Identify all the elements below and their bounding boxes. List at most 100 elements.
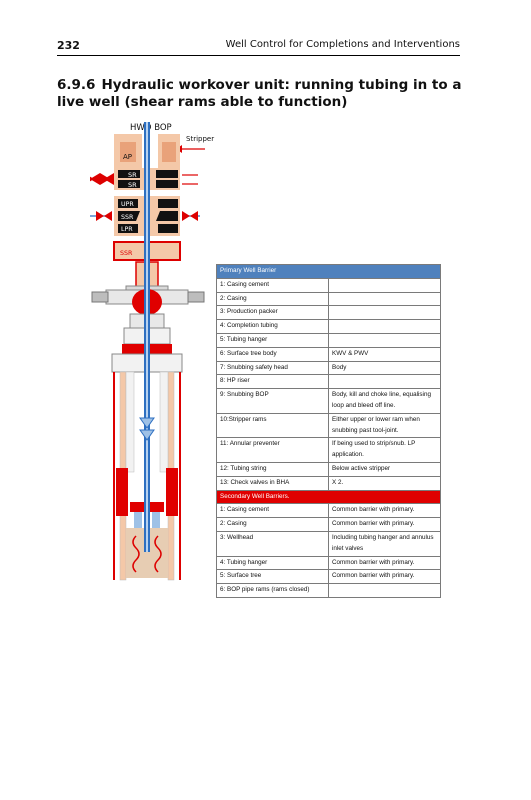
lpr-ram-left <box>118 224 138 233</box>
barrier-comment: X 2. <box>328 475 441 491</box>
ssr-ram-left <box>118 211 140 221</box>
barrier-comment: Below active stripper <box>328 461 441 477</box>
barrier-element: 5: Tubing hanger <box>216 332 329 348</box>
barrier-comment <box>328 277 441 293</box>
primary-barrier-header: Primary Well Barrier <box>216 264 441 279</box>
table-row: 4: Completion tubing <box>216 319 441 334</box>
production-wing-valve <box>187 291 205 303</box>
packer-element-left <box>134 512 142 530</box>
annular-element-left <box>120 142 136 162</box>
barrier-element: 3: Wellhead <box>216 530 329 557</box>
kill-wing-valve <box>91 291 109 303</box>
sr2-label: SR <box>128 181 137 189</box>
table-row: 6: BOP pipe rams (rams closed) <box>216 583 441 598</box>
barrier-comment: Common barrier with primary. <box>328 555 441 571</box>
barrier-element: 4: Tubing hanger <box>216 555 329 571</box>
barrier-comment <box>328 583 441 598</box>
table-row: 3: Production packer <box>216 305 441 321</box>
barrier-element: 6: BOP pipe rams (rams closed) <box>216 583 329 598</box>
tubing-bore <box>146 122 148 552</box>
barrier-comment <box>328 291 441 307</box>
barrier-comment <box>328 374 441 390</box>
page-header: 232 Well Control for Completions and Int… <box>57 39 460 56</box>
section-number: 6.9.6 <box>57 77 96 93</box>
section-title-text: Hydraulic workover unit: running tubing … <box>57 77 462 110</box>
upr-label: UPR <box>121 201 134 208</box>
barrier-comment: Either upper or lower ram when snubbing … <box>328 412 441 439</box>
barrier-element: 9: Snubbing BOP <box>216 388 329 414</box>
barrier-element: 4: Completion tubing <box>216 319 329 334</box>
running-head: Well Control for Completions and Interve… <box>225 39 460 50</box>
kill-choke-valves <box>90 211 200 221</box>
equalising-valves <box>84 173 114 185</box>
barrier-element: 2: Casing <box>216 291 329 307</box>
ap-label: AP <box>123 153 132 161</box>
barrier-element: 13: Check valves in BHA <box>216 475 329 491</box>
lpr-ram-right <box>158 224 178 233</box>
sr1-label: SR <box>128 171 137 179</box>
barrier-comment: Common barrier with primary. <box>328 517 441 532</box>
casing-cement-left <box>116 468 128 516</box>
table-row: 2: Casing <box>216 291 441 307</box>
barrier-comment: Including tubing hanger and annulus inle… <box>328 530 441 557</box>
barrier-comment: Common barrier with primary. <box>328 503 441 519</box>
ssr-label: SSR <box>121 214 134 221</box>
barrier-element: 2: Casing <box>216 517 329 532</box>
sr2-ram-right <box>156 180 178 188</box>
barrier-header-cell: Primary Well Barrier <box>216 264 441 279</box>
barrier-element: 7: Snubbing safety head <box>216 360 329 376</box>
check-valves <box>139 417 155 441</box>
upr-ram-left <box>118 199 138 208</box>
barrier-element: 1: Casing cement <box>216 503 329 519</box>
barrier-element: 3: Production packer <box>216 305 329 321</box>
barrier-element: 8: HP riser <box>216 374 329 390</box>
ssr2-label: SSR <box>120 250 133 257</box>
well-schematic-figure: HWO BOP Stripper AP SR SR UPR SSR LPR SS… <box>71 118 450 588</box>
barrier-element: 11: Annular preventer <box>216 437 329 463</box>
barrier-comment <box>328 319 441 334</box>
perforations <box>132 535 162 573</box>
barrier-element: 5: Surface tree <box>216 569 329 585</box>
barrier-comment <box>328 332 441 348</box>
casing-cement-right <box>166 468 178 516</box>
packer-element-right <box>152 512 160 530</box>
ssr-ram-right <box>156 211 178 221</box>
barrier-element: 12: Tubing string <box>216 461 329 477</box>
table-row: 5: Tubing hanger <box>216 332 441 348</box>
barrier-header-cell: Secondary Well Barriers. <box>216 489 441 505</box>
page-number: 232 <box>57 39 80 52</box>
stripper-label: Stripper <box>186 135 214 143</box>
lpr-label: LPR <box>121 226 133 233</box>
barrier-comment: If being used to strip/snub. LP applicat… <box>328 437 441 463</box>
barrier-element: 10:Stripper rams <box>216 412 329 439</box>
well-schematic: HWO BOP Stripper AP SR SR UPR SSR LPR SS… <box>71 122 214 581</box>
bop-label: HWO BOP <box>130 123 172 133</box>
sr1-ram-left <box>118 170 140 178</box>
barrier-comment: Body, kill and choke line, equalising lo… <box>328 388 441 414</box>
table-row: 1: Casing cement <box>216 277 441 293</box>
secondary-barrier-header: Secondary Well Barriers. <box>216 489 441 505</box>
barrier-comment: KWV & PWV <box>328 346 441 362</box>
sr1-ram-right <box>156 170 178 178</box>
barrier-comment: Common barrier with primary. <box>328 569 441 585</box>
sr2-ram-left <box>118 180 140 188</box>
table-row: 8: HP riser <box>216 374 441 390</box>
upr-ram-right <box>158 199 178 208</box>
barrier-element: 1: Casing cement <box>216 277 329 293</box>
barrier-comment <box>328 305 441 321</box>
barrier-element: 6: Surface tree body <box>216 346 329 362</box>
